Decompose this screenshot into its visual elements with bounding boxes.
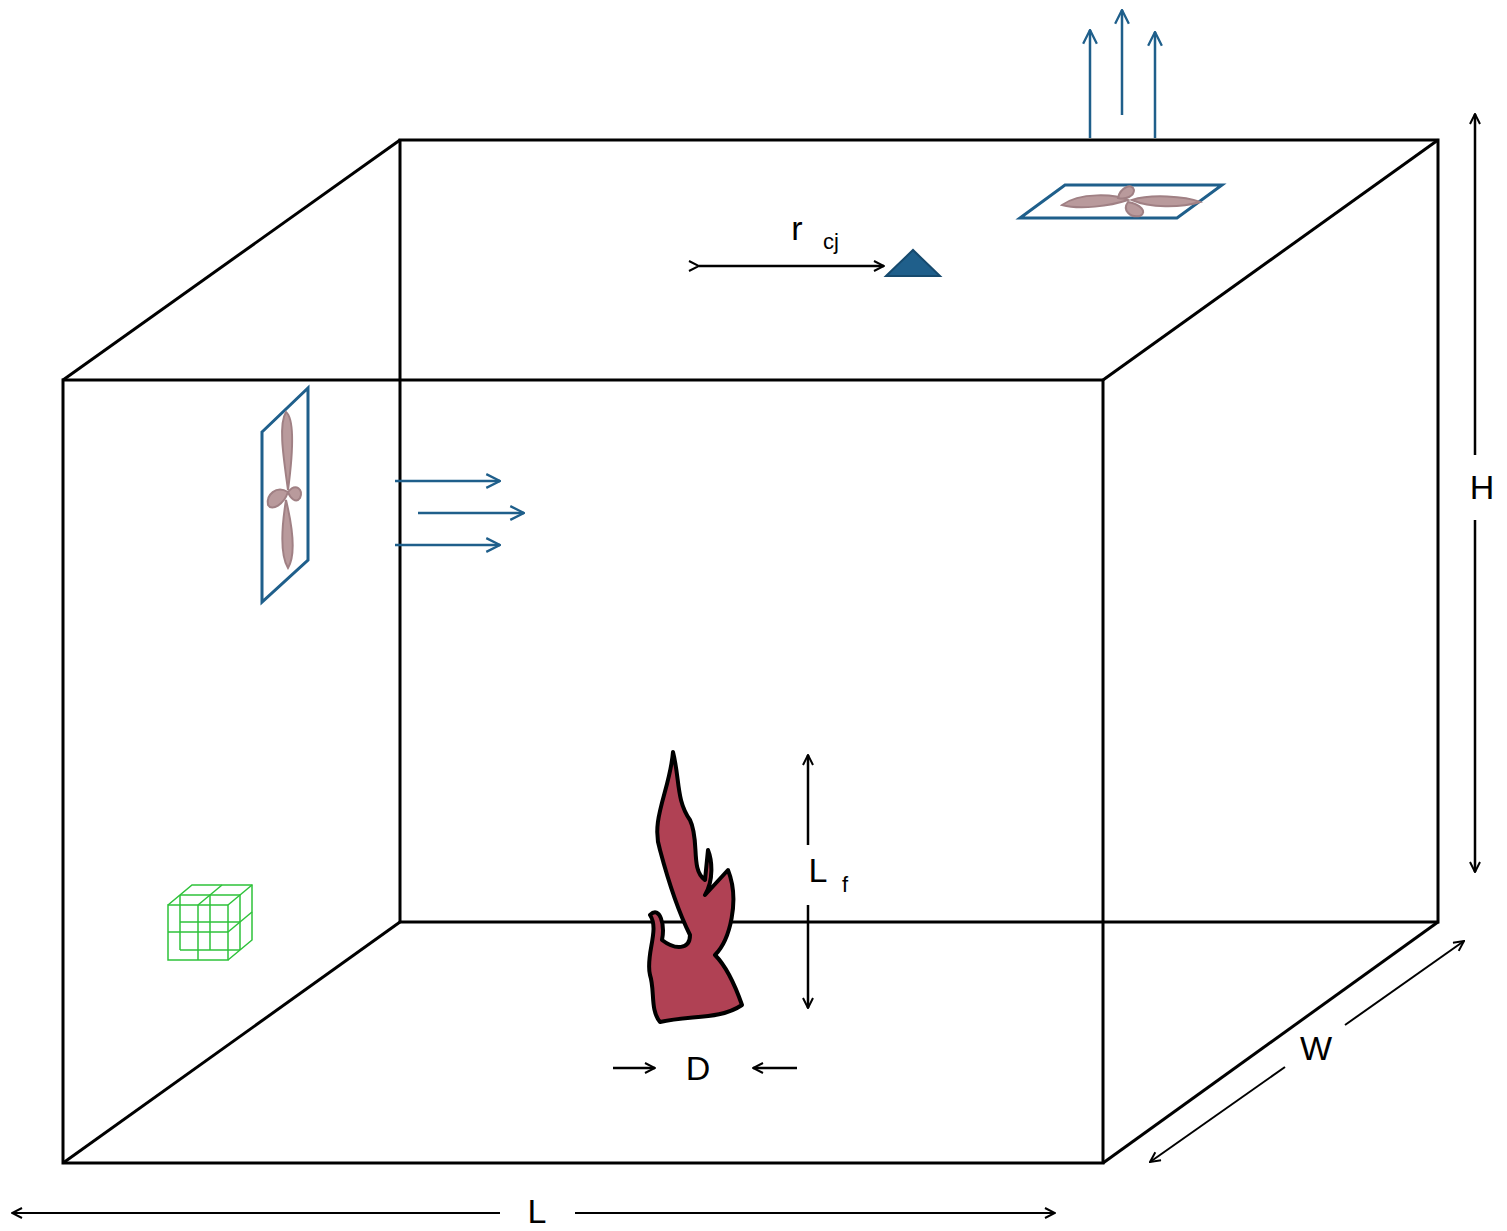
detector-symbol: [886, 250, 940, 276]
room-box: [63, 140, 1438, 1163]
flame-height-symbol: L: [807, 853, 830, 887]
grid-cell: [168, 885, 252, 960]
fire-flame: [649, 752, 742, 1022]
ceiling-fan: [1020, 185, 1222, 218]
width-arrow: [1150, 941, 1464, 1162]
inflow-arrows: [395, 481, 524, 545]
diameter-label: D: [684, 1051, 713, 1085]
exhaust-arrows: [1090, 10, 1155, 138]
radial-distance-arrow: [699, 265, 884, 268]
height-label: H: [1468, 470, 1497, 504]
length-label: L: [526, 1194, 549, 1228]
width-label: W: [1298, 1031, 1334, 1065]
distance-symbol: r: [789, 211, 804, 245]
wall-fan: [262, 388, 308, 602]
flame-height-subscript: f: [840, 874, 850, 896]
distance-subscript: cj: [821, 231, 841, 253]
